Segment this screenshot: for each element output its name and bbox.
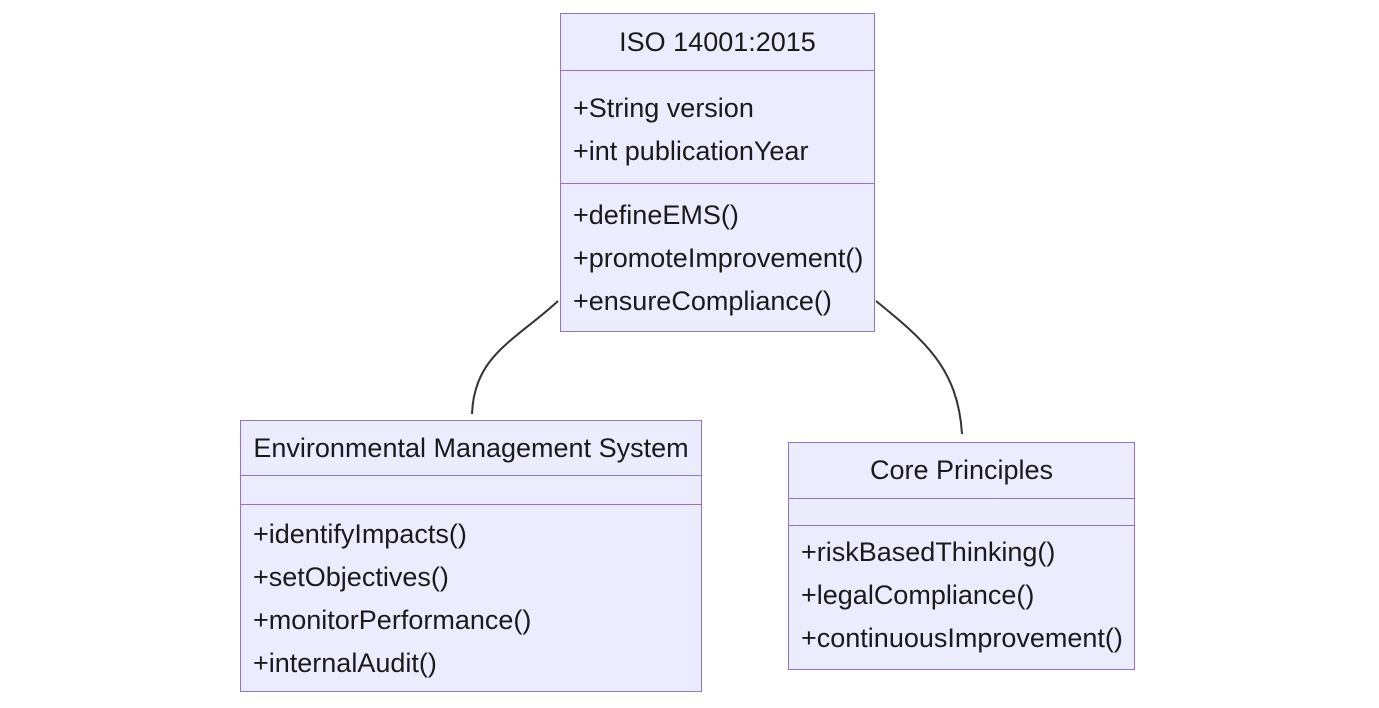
class-title: Core Principles xyxy=(869,455,1054,485)
class-title: ISO 14001:2015 xyxy=(619,26,816,57)
class-attribute: +String version xyxy=(573,93,754,123)
class-attributes xyxy=(241,475,701,504)
class-node-core-principles: Core Principles +riskBasedThinking() +leg… xyxy=(788,442,1135,670)
class-method: +ensureCompliance() xyxy=(573,286,832,316)
class-title: Environmental Management System xyxy=(253,432,689,463)
class-method: +legalCompliance() xyxy=(801,580,1035,610)
class-method: +internalAudit() xyxy=(253,648,437,678)
edge-iso-to-ems xyxy=(472,300,559,415)
edge-iso-to-core-principles xyxy=(875,300,963,435)
class-attributes xyxy=(789,498,1134,525)
class-method: +riskBasedThinking() xyxy=(801,537,1056,567)
class-methods: +riskBasedThinking() +legalCompliance() +c… xyxy=(789,525,1134,669)
class-attributes: +String version +int publicationYear xyxy=(561,70,874,183)
class-method: +promoteImprovement() xyxy=(573,243,864,273)
class-method: +setObjectives() xyxy=(253,562,449,592)
class-attribute: +int publicationYear xyxy=(573,136,809,166)
class-node-iso14001: ISO 14001:2015 +String version +int publi… xyxy=(560,13,875,332)
class-methods: +identifyImpacts() +setObjectives() +monit… xyxy=(241,504,701,691)
class-node-ems: Environmental Management System +identif… xyxy=(240,420,702,692)
class-methods: +defineEMS() +promoteImprovement() +ensure… xyxy=(561,183,874,331)
class-method: +continuousImprovement() xyxy=(801,623,1123,653)
class-method: +identifyImpacts() xyxy=(253,519,467,549)
class-method: +monitorPerformance() xyxy=(253,605,532,635)
class-method: +defineEMS() xyxy=(573,200,739,230)
